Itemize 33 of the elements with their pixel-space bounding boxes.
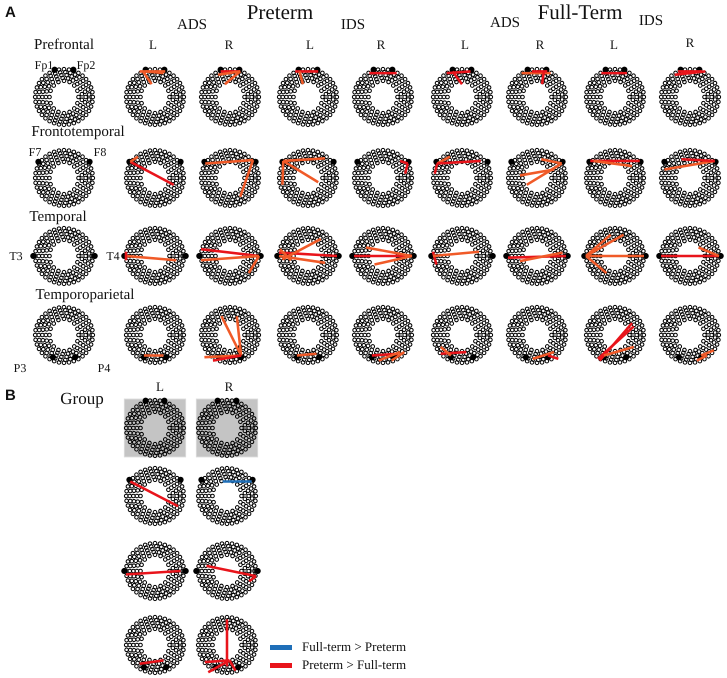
label: R [536, 38, 544, 51]
label: T3 [9, 250, 23, 262]
label: ADS [177, 18, 207, 33]
label: Temporal [29, 210, 87, 225]
label: Fp1 [34, 59, 54, 71]
label: IDS [638, 14, 664, 29]
label: R [686, 36, 694, 49]
label: Fp2 [76, 59, 96, 71]
label: L [156, 380, 164, 393]
label: Full-Term [538, 2, 622, 23]
label: L [461, 38, 469, 51]
label: L [610, 38, 618, 51]
label: F7 [28, 146, 42, 158]
label: Prefrontal [34, 38, 94, 53]
label: Group [60, 390, 104, 407]
label: Frontotemporal [31, 125, 125, 140]
label: R [224, 380, 234, 393]
panel-letter: B [5, 388, 16, 403]
label: T4 [106, 250, 120, 262]
legend-text: Full-term > Preterm [302, 639, 406, 655]
label: L [306, 38, 314, 51]
label: L [149, 38, 157, 51]
panel-letter: A [5, 5, 16, 20]
label: R [376, 38, 386, 51]
label: F8 [94, 146, 106, 158]
label: Preterm [246, 2, 314, 23]
label: P4 [98, 362, 110, 374]
label: R [224, 38, 234, 51]
legend-text: Preterm > Full-term [302, 657, 406, 673]
label: P3 [14, 362, 26, 374]
label: ADS [490, 16, 520, 31]
label: IDS [340, 18, 366, 33]
label: Temporoparietal [36, 288, 134, 303]
